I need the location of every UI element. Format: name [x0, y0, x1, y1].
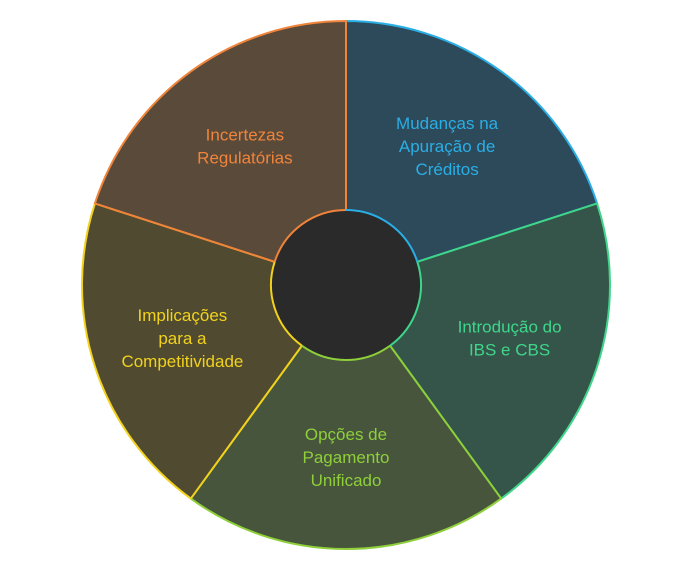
segment-label-line: Unificado — [311, 471, 382, 490]
segment-label-line: Regulatórias — [197, 148, 292, 167]
segment-label-line: IBS e CBS — [469, 341, 550, 360]
center-hub-arc-implicacoes — [270, 261, 303, 347]
segment-label-line: Incertezas — [206, 125, 284, 144]
segment-label-line: Implicações — [138, 306, 228, 325]
center-hub — [271, 210, 421, 360]
labels-layer: Mudanças na Apuração de CréditosIntrodução… — [121, 114, 561, 490]
segment-label-line: Introdução do — [458, 318, 562, 337]
segment-label-implicacoes: Implicações para a Competitividade — [121, 306, 243, 371]
center-hub-arc-mudancas — [345, 209, 419, 263]
center-layer — [270, 209, 422, 361]
segment-opcoes — [189, 284, 503, 550]
segment-label-introducao: Introdução do IBS e CBS — [458, 318, 562, 360]
segment-label-line: Pagamento — [303, 448, 390, 467]
segment-mudancas — [345, 20, 599, 286]
segment-incertezas — [93, 20, 347, 286]
segments-layer — [81, 20, 611, 550]
segment-label-mudancas: Mudanças na Apuração de Créditos — [396, 114, 499, 179]
segment-label-line: Créditos — [415, 160, 478, 179]
segment-label-line: Competitividade — [121, 352, 243, 371]
center-hub-arc-introducao — [389, 261, 422, 347]
center-hub-arc-opcoes — [301, 344, 391, 361]
segment-label-line: Apuração de — [399, 137, 495, 156]
segment-label-line: para a — [158, 329, 207, 348]
center-hub-arc-incertezas — [273, 209, 347, 263]
segment-label-line: Mudanças na — [396, 114, 499, 133]
segment-label-line: Opções de — [305, 425, 387, 444]
